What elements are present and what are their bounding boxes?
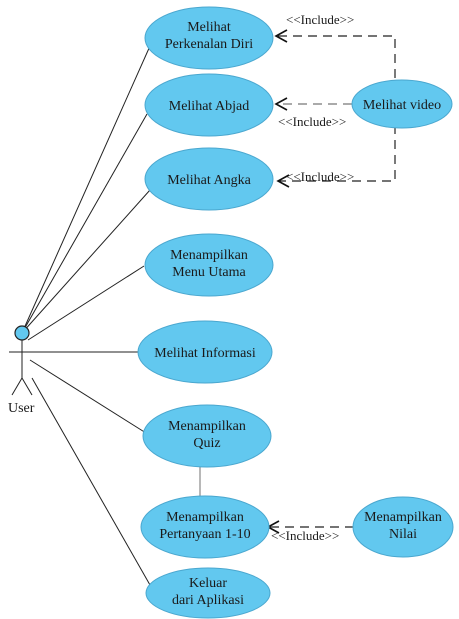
include-abjad: <<Include>> — [274, 97, 352, 129]
use-case-abjad: Melihat Abjad — [144, 73, 274, 137]
assoc-quiz — [29, 359, 147, 434]
use-case-label: Menampilkan — [364, 510, 442, 525]
use-case-label: Quiz — [193, 436, 220, 451]
use-case-label: Menampilkan — [168, 419, 246, 434]
use-case-quiz: Menampilkan Quiz — [142, 404, 272, 468]
use-case-perkenalan: Melihat Perkenalan Diri — [144, 6, 274, 70]
assoc-keluar — [31, 377, 155, 593]
actor-head — [14, 325, 30, 341]
use-case-label: Keluar — [189, 576, 227, 591]
use-case-angka: Melihat Angka — [144, 147, 274, 211]
use-case-label: Nilai — [389, 527, 417, 542]
include-label: <<Include>> — [278, 114, 346, 129]
use-case-label: Menampilkan — [166, 510, 244, 525]
assoc-angka — [21, 189, 151, 334]
include-label: <<Include>> — [286, 169, 354, 184]
use-case-label: Perkenalan Diri — [165, 37, 253, 52]
use-case-label: Pertanyaan 1-10 — [159, 527, 250, 542]
use-case-keluar: Keluar dari Aplikasi — [145, 567, 271, 619]
include-label: <<Include>> — [286, 12, 354, 27]
use-case-label: dari Aplikasi — [172, 593, 244, 608]
include-angka: <<Include>> — [276, 125, 396, 188]
include-nilai: <<Include>> — [266, 520, 354, 543]
use-case-video: Melihat video — [351, 79, 453, 129]
use-case-label: Menu Utama — [172, 265, 246, 280]
use-case-label: Melihat video — [363, 98, 441, 113]
actor-label: User — [8, 401, 35, 416]
include-perkenalan: <<Include>> — [274, 12, 396, 84]
use-case-label: Melihat Abjad — [169, 99, 250, 114]
assoc-menu-utama — [27, 265, 145, 341]
use-case-menu-utama: Menampilkan Menu Utama — [144, 233, 274, 297]
use-case-nilai: Menampilkan Nilai — [352, 496, 454, 558]
use-case-label: Melihat Angka — [167, 173, 251, 188]
assoc-perkenalan — [21, 45, 151, 334]
include-label: <<Include>> — [271, 528, 339, 543]
use-case-label: Menampilkan — [170, 248, 248, 263]
associations — [21, 45, 155, 593]
use-case-label: Melihat Informasi — [154, 346, 256, 361]
use-case-pertanyaan: Menampilkan Pertanyaan 1-10 — [140, 495, 270, 559]
assoc-abjad — [21, 113, 148, 334]
use-case-label: Melihat — [187, 20, 231, 35]
use-case-informasi: Melihat Informasi — [137, 320, 273, 384]
actor-user: User — [8, 325, 35, 416]
